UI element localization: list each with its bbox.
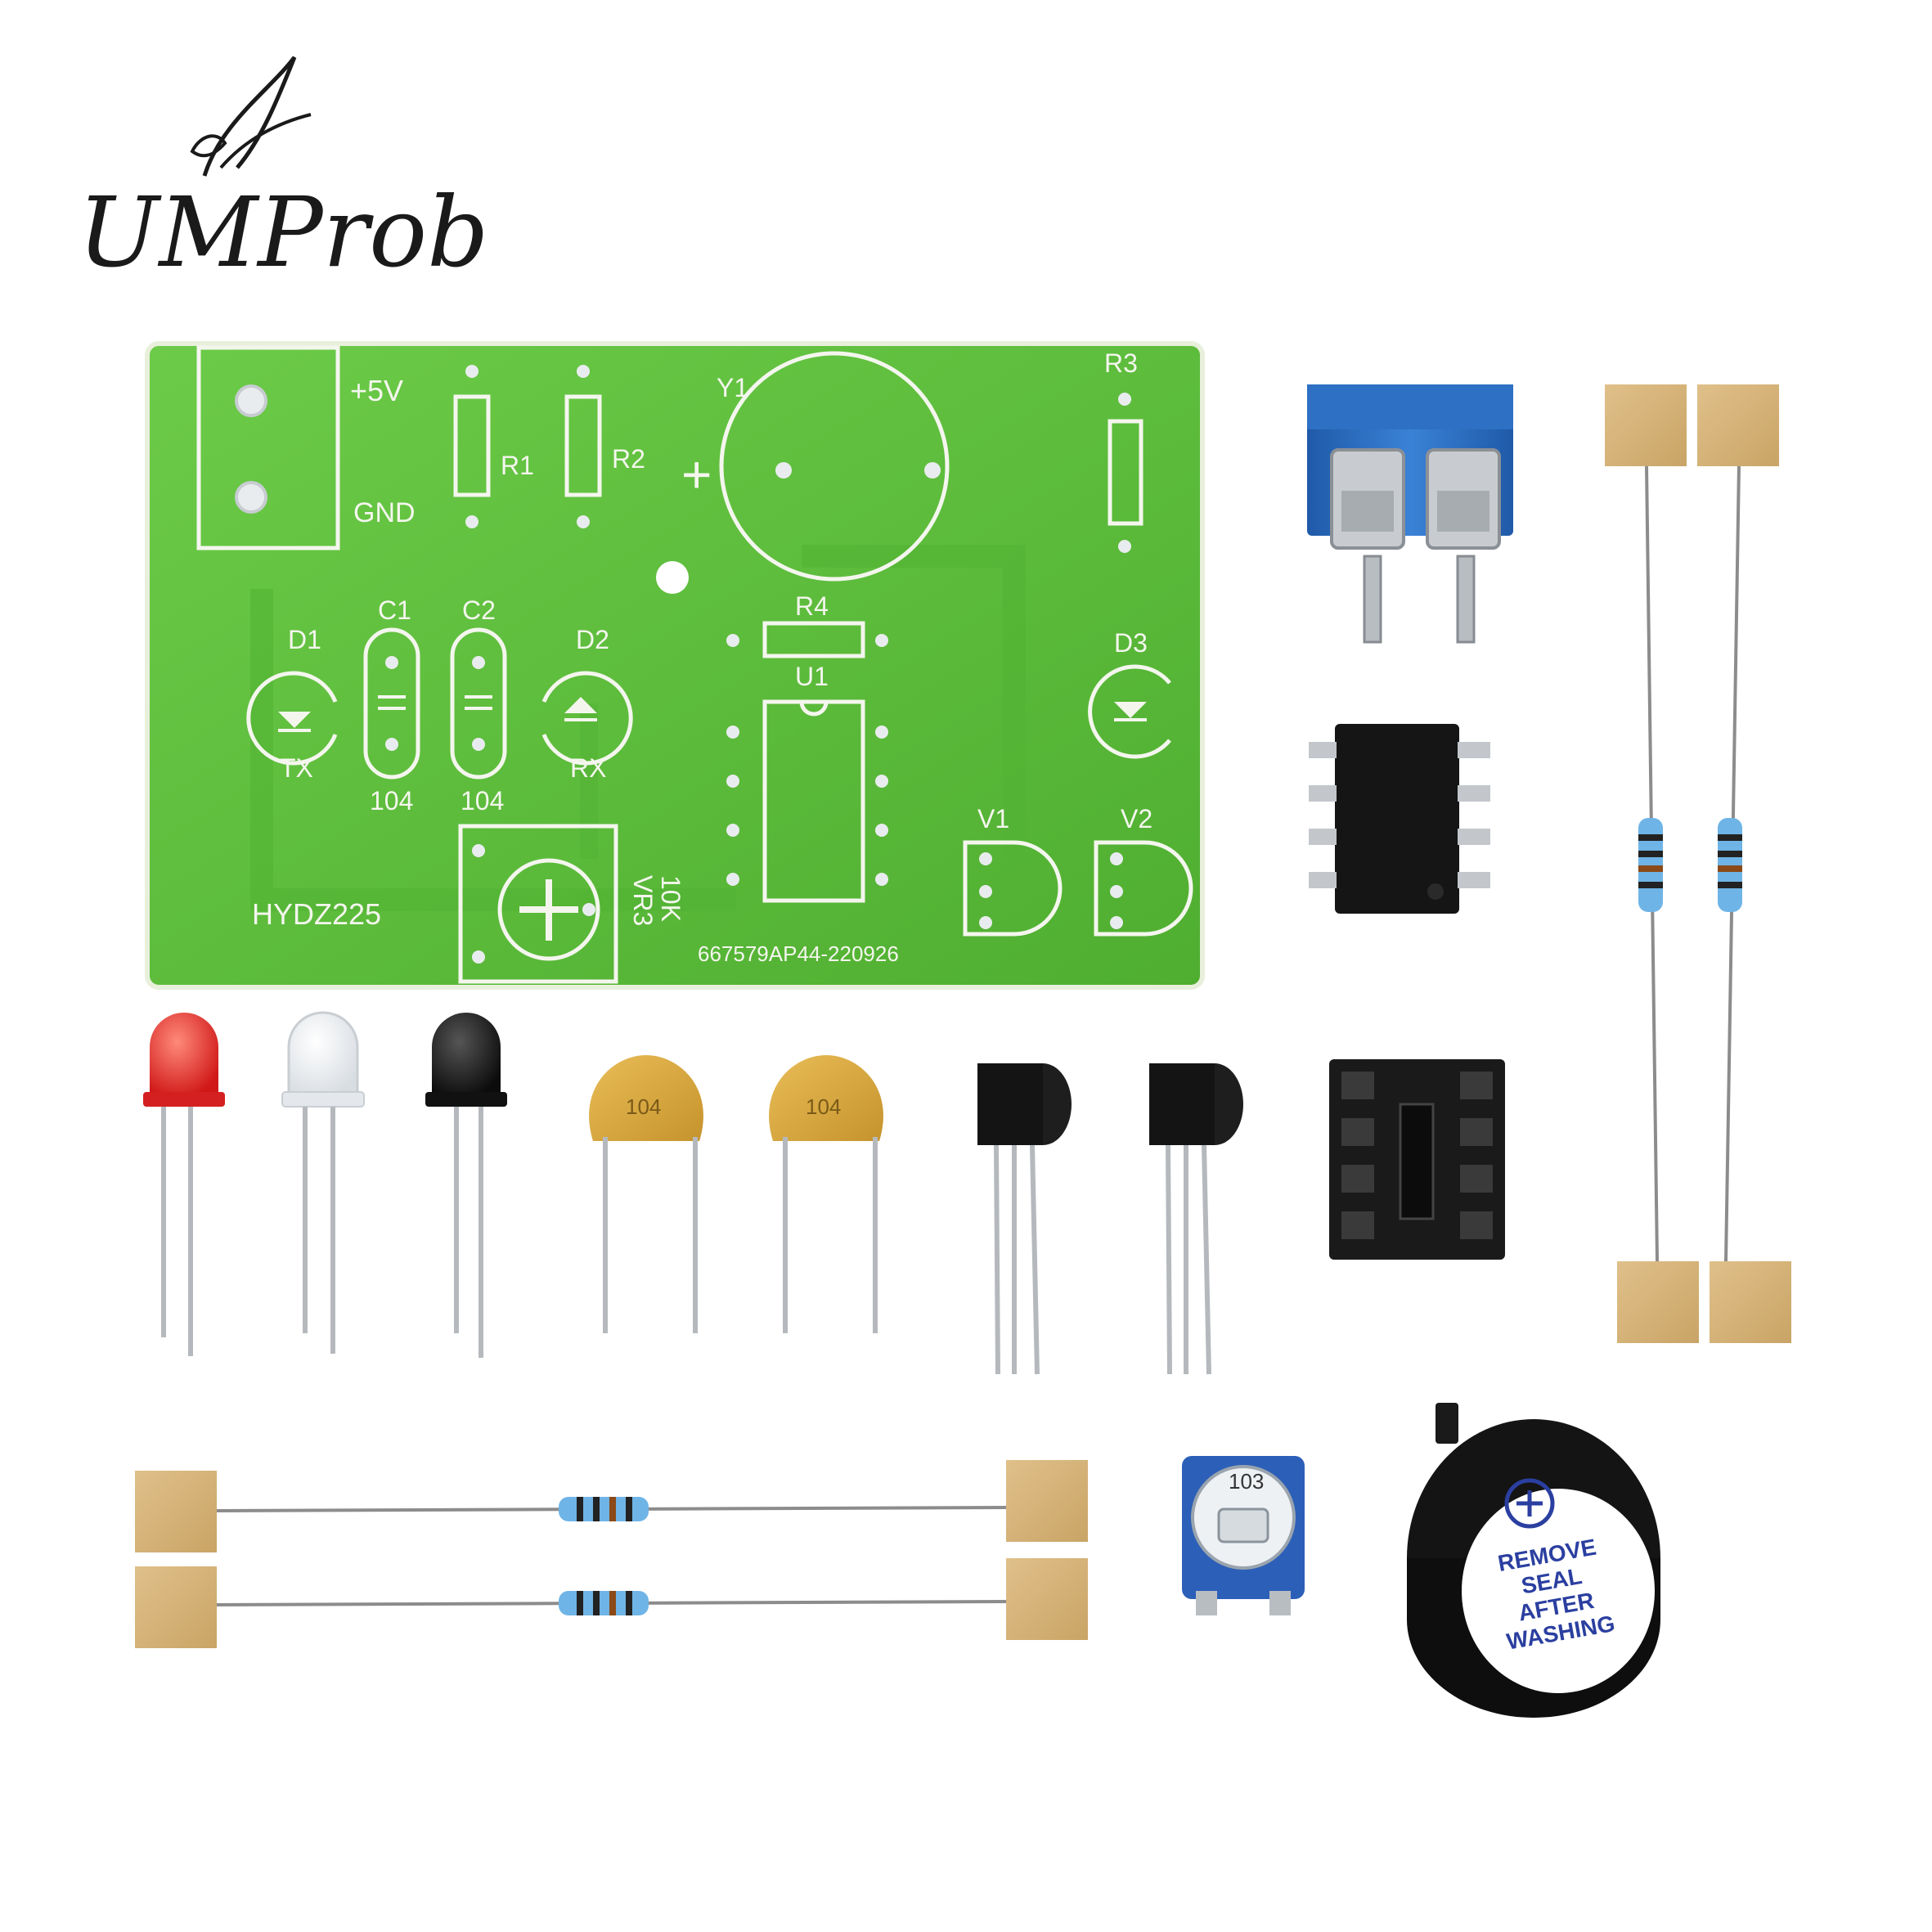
led-red bbox=[143, 1013, 225, 1356]
pcb-label-d1: D1 bbox=[288, 625, 321, 654]
led-black bbox=[425, 1013, 507, 1358]
pcb-label-v2: V2 bbox=[1121, 804, 1152, 833]
pcb-label-c2-value: 104 bbox=[461, 786, 504, 815]
logo-text: UMProb bbox=[78, 176, 489, 289]
terminal-block bbox=[1307, 384, 1513, 644]
ceramic-capacitor-1: 104 bbox=[589, 1055, 703, 1333]
trim-potentiometer: 103 bbox=[1182, 1456, 1305, 1615]
pcb-label-r1: R1 bbox=[501, 451, 534, 480]
pcb-label-c1: C1 bbox=[378, 595, 411, 625]
pcb-label-d3: D3 bbox=[1114, 628, 1148, 658]
pcb-label-v1: V1 bbox=[977, 804, 1009, 833]
led-clear bbox=[281, 1011, 365, 1354]
pcb-label-u1: U1 bbox=[795, 662, 829, 691]
cap-marking-2: 104 bbox=[806, 1094, 841, 1119]
pcb-label-c1-value: 104 bbox=[370, 786, 413, 815]
ceramic-capacitor-2: 104 bbox=[769, 1055, 883, 1333]
pot-marking: 103 bbox=[1229, 1469, 1264, 1494]
ic-socket bbox=[1329, 1059, 1505, 1260]
brand-logo: UMProb bbox=[78, 56, 489, 289]
pcb-label-r4: R4 bbox=[795, 591, 829, 621]
pcb-label-power: +5V bbox=[350, 374, 403, 407]
pcb-label-plus: + bbox=[681, 445, 712, 504]
pcb-board: +5V GND R1 R2 Y1 + R3 R4 U1 bbox=[145, 341, 1205, 990]
pcb-serial: 667579AP44-220926 bbox=[698, 941, 899, 966]
resistor-vertical-2 bbox=[1697, 384, 1791, 1343]
pcb-label-r2: R2 bbox=[612, 444, 645, 474]
pcb-label-ground: GND bbox=[353, 497, 416, 528]
ic-chip bbox=[1309, 724, 1490, 914]
resistor-vertical-1 bbox=[1605, 384, 1699, 1343]
resistor-horizontal-1 bbox=[135, 1460, 1088, 1552]
pcb-label-r3: R3 bbox=[1104, 348, 1138, 378]
pcb-label-tx: TX bbox=[280, 753, 313, 783]
cap-marking-1: 104 bbox=[626, 1094, 661, 1119]
pcb-label-rx: RX bbox=[570, 753, 606, 783]
pcb-label-y1: Y1 bbox=[717, 373, 748, 402]
pcb-label-c2: C2 bbox=[462, 595, 496, 625]
pcb-label-d2: D2 bbox=[576, 625, 609, 654]
buzzer: REMOVE SEAL AFTER WASHING bbox=[1407, 1403, 1660, 1718]
resistor-horizontal-2 bbox=[135, 1558, 1088, 1648]
transistor-1 bbox=[977, 1063, 1072, 1375]
pcb-label-vr3: VR3 bbox=[628, 875, 658, 926]
pcb-label-vr3-value: 10K bbox=[656, 875, 685, 922]
transistor-2 bbox=[1149, 1063, 1243, 1375]
pcb-board-name: HYDZ225 bbox=[252, 897, 381, 931]
